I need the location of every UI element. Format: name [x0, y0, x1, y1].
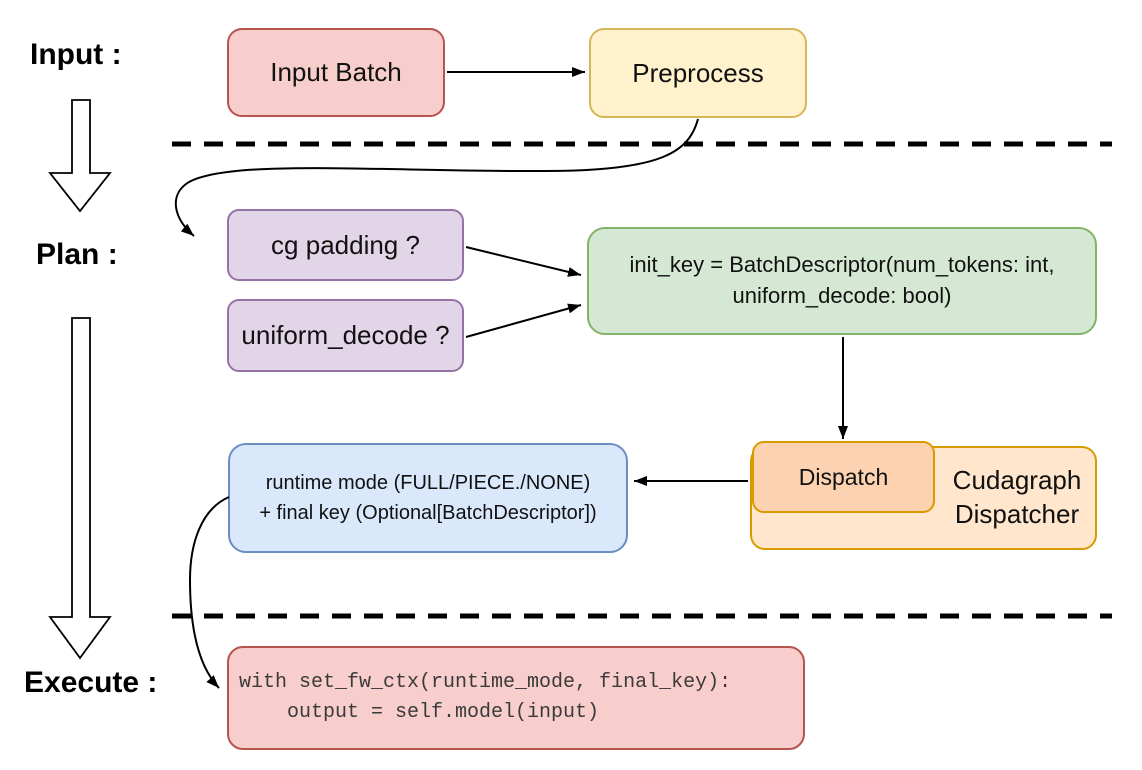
node-input-batch: Input Batch	[227, 28, 445, 117]
node-init-key-line2: uniform_decode: bool)	[732, 283, 952, 308]
cudagraph-dispatcher-line2: Dispatcher	[954, 499, 1080, 529]
node-input-batch-label: Input Batch	[270, 57, 402, 88]
node-runtime-mode-line2: + final key (Optional[BatchDescriptor])	[259, 502, 597, 524]
node-init-key: init_key = BatchDescriptor(num_tokens: i…	[587, 227, 1097, 335]
section-label-plan: Plan :	[36, 238, 118, 271]
execute-code-line1: with set_fw_ctx(runtime_mode, final_key)…	[239, 671, 732, 694]
section-label-input: Input :	[30, 38, 122, 71]
execute-code-line2: output = self.model(input)	[239, 701, 600, 724]
node-preprocess: Preprocess	[589, 28, 807, 118]
section-label-execute: Execute :	[24, 666, 158, 699]
node-preprocess-label: Preprocess	[632, 57, 764, 88]
cudagraph-dispatcher-line1: Cudagraph	[952, 465, 1082, 496]
node-uniform-decode: uniform_decode ?	[227, 299, 464, 372]
node-dispatch: Dispatch	[752, 441, 935, 513]
node-dispatch-label: Dispatch	[798, 463, 889, 490]
node-init-key-line1: init_key = BatchDescriptor(num_tokens: i…	[629, 252, 1055, 278]
node-runtime-mode: runtime mode (FULL/PIECE./NONE) + final …	[228, 443, 628, 553]
node-uniform-decode-label: uniform_decode ?	[241, 320, 450, 351]
node-execute-code: with set_fw_ctx(runtime_mode, final_key)…	[227, 646, 805, 750]
node-runtime-mode-line1: runtime mode (FULL/PIECE./NONE)	[265, 472, 591, 494]
cudagraph-dispatcher-label: Cudagraph Dispatcher	[937, 448, 1097, 548]
node-cg-padding-label: cg padding ?	[271, 229, 420, 260]
node-cg-padding: cg padding ?	[227, 209, 464, 281]
